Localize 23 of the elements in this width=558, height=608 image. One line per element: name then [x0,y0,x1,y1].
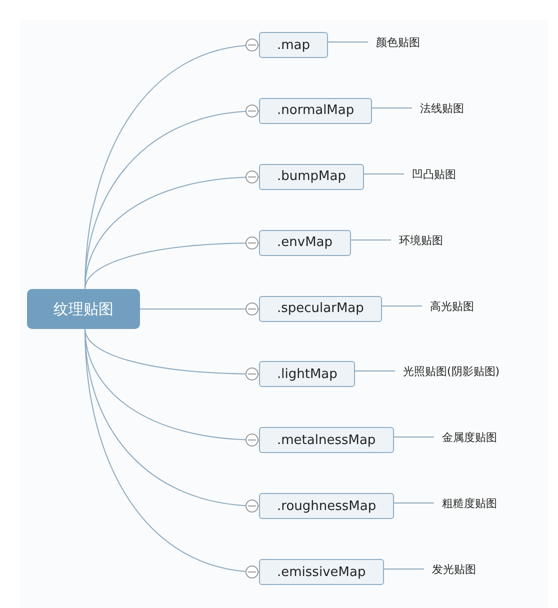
subtopic-label: 发光贴图 [424,560,476,578]
topic-box: .roughnessMap [259,493,394,520]
topic-box: .metalnessMap [259,427,394,454]
connector-line [394,502,434,504]
topic-box: .emissiveMap [259,559,384,585]
topic-box: .bumpMap [259,164,364,190]
subtopic-label: 法线贴图 [412,99,464,117]
subtopic-label: 颜色贴图 [368,33,420,51]
subtopic-label: 光照贴图(阴影贴图) [395,362,500,380]
subtopic-label: 环境贴图 [391,231,443,249]
connector-line [354,370,396,372]
central-topic: 纹理贴图 [27,289,140,329]
subtopic-label: 高光贴图 [422,297,474,315]
topic-box: .lightMap [259,361,356,388]
topic-box: .map [259,32,328,58]
topic-box: .normalMap [259,98,372,124]
subtopic-label: 粗糙度贴图 [434,494,497,512]
topic-box: .specularMap [259,296,382,322]
subtopic-label: 凹凸贴图 [404,165,456,183]
subtopic-label: 金属度贴图 [434,428,497,446]
connector-line [394,436,434,438]
connector-line [384,568,424,570]
topic-box: .envMap [259,230,350,256]
